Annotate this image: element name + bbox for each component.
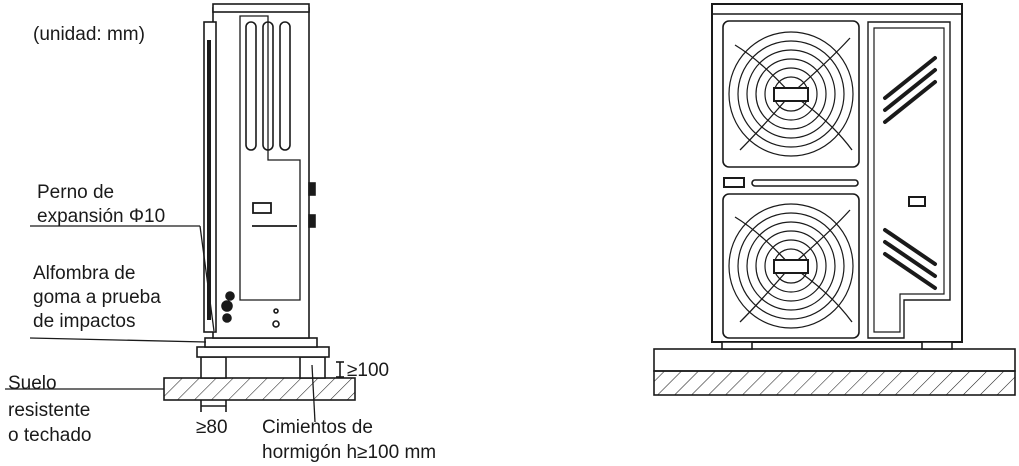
mat-label-line1: Alfombra de bbox=[33, 263, 136, 284]
foundation-block-left bbox=[200, 356, 227, 379]
floor-label-line3: o techado bbox=[8, 425, 92, 446]
side-view bbox=[163, 3, 356, 412]
bolt-label-line1: Perno de bbox=[37, 182, 115, 203]
front-view bbox=[653, 3, 1016, 396]
floor-label-line2: resistente bbox=[8, 400, 91, 421]
upper-fan-frame bbox=[722, 20, 860, 168]
floor-slab bbox=[163, 377, 356, 401]
base-frame bbox=[196, 346, 330, 358]
mat-leader bbox=[29, 337, 207, 343]
foundation-label-line1: Cimientos de bbox=[262, 417, 373, 438]
foundation-leader bbox=[311, 364, 316, 423]
unit-side-body bbox=[212, 7, 310, 339]
front-ground bbox=[653, 370, 1016, 396]
bolt-label-line2: expansión Φ10 bbox=[37, 206, 166, 227]
floor-label-line1: Suelo bbox=[8, 373, 57, 394]
height-dimension: ≥100 bbox=[347, 360, 390, 381]
leader-lines bbox=[5, 225, 316, 423]
front-platform bbox=[653, 348, 1016, 372]
mat-label-line2: goma a prueba bbox=[33, 287, 161, 308]
width-dimension: ≥80 bbox=[196, 417, 228, 438]
unit-front-body bbox=[711, 3, 963, 343]
lower-fan-frame bbox=[722, 193, 860, 339]
foundation-label-line2: hormigón h≥100 mm bbox=[262, 442, 437, 463]
rubber-mat bbox=[204, 337, 318, 348]
unit-note: (unidad: mm) bbox=[33, 24, 145, 45]
mat-label-line3: de impactos bbox=[33, 311, 136, 332]
